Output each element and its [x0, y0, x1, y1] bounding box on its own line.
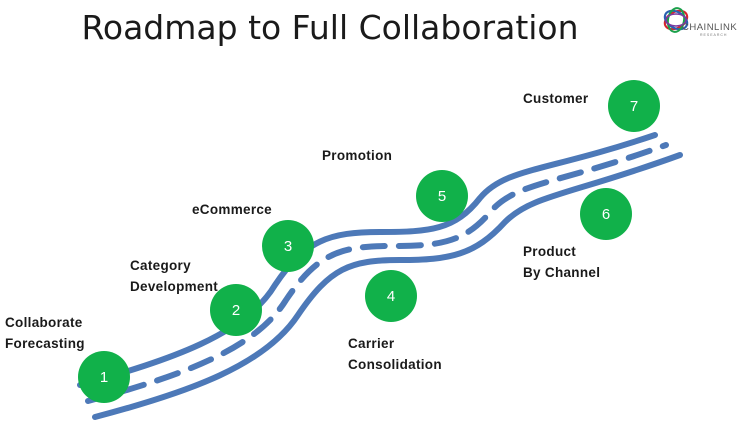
milestone-5-label: Promotion: [322, 145, 392, 166]
road-edge-upper: [77, 132, 658, 388]
milestone-5: 5: [416, 170, 468, 222]
page-title: Roadmap to Full Collaboration: [81, 8, 579, 47]
milestone-1-label-line-2: Forecasting: [5, 336, 85, 351]
milestone-7: 7: [608, 80, 660, 132]
milestone-1: 1: [78, 351, 130, 403]
milestone-6-label: Product By Channel: [523, 241, 600, 283]
milestone-4-label: Carrier Consolidation: [348, 333, 442, 375]
milestone-5-label-line-1: Promotion: [322, 148, 393, 163]
milestone-7-label: Customer: [523, 88, 588, 109]
milestone-6: 6: [580, 188, 632, 240]
chainlink-logo-icon: [663, 7, 689, 33]
road-center-dashes: [85, 142, 669, 404]
logo-text: CHAINLINK: [682, 22, 738, 33]
milestone-4-label-line-2: Consolidation: [348, 357, 442, 372]
milestone-7-label-line-1: Customer: [523, 91, 589, 106]
milestone-2-label: Category Development: [130, 255, 218, 297]
milestone-3-label: eCommerce: [192, 199, 272, 220]
road-edge-lower: [92, 152, 683, 420]
milestone-6-label-line-2: By Channel: [523, 265, 601, 280]
milestone-3-label-line-1: eCommerce: [192, 202, 272, 217]
milestone-4: 4: [365, 270, 417, 322]
milestone-4-label-line-1: Carrier: [348, 336, 395, 351]
logo-subtext: RESEARCH: [700, 33, 728, 37]
milestone-2-label-line-2: Development: [130, 279, 219, 294]
milestone-1-label: Collaborate Forecasting: [5, 312, 85, 354]
milestone-6-label-line-1: Product: [523, 244, 577, 259]
milestone-2: 2: [210, 284, 262, 336]
milestone-1-label-line-1: Collaborate: [5, 315, 83, 330]
milestone-3: 3: [262, 220, 314, 272]
milestone-2-label-line-1: Category: [130, 258, 191, 273]
